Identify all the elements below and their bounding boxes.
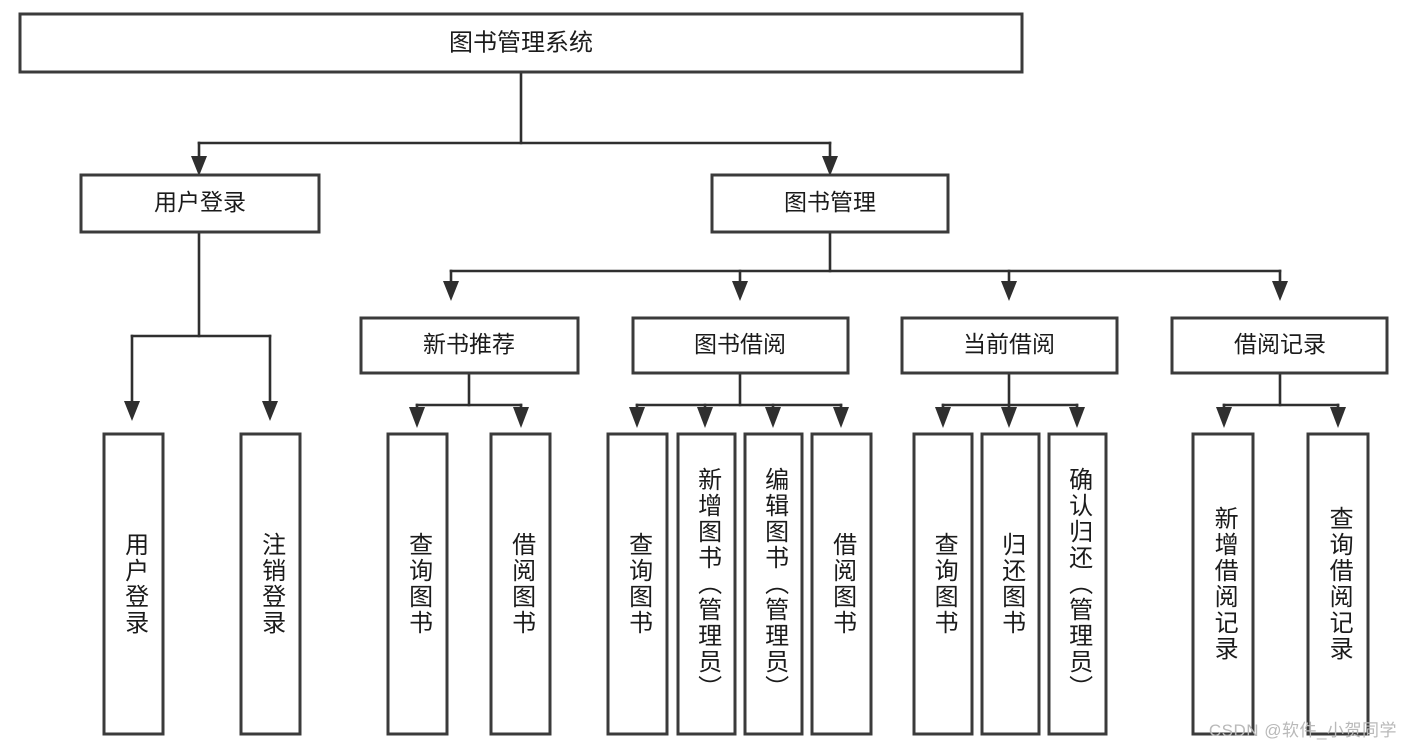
arrow-head-leaf-query-book-1 xyxy=(409,407,425,428)
node-book-borrow-label: 图书借阅 xyxy=(694,331,786,357)
node-user-login-label: 用户登录 xyxy=(154,189,246,215)
arrow-head-book-manage xyxy=(822,156,838,176)
node-user-login[interactable]: 用户登录 xyxy=(79,173,321,234)
leaf-box-confirm-return[interactable] xyxy=(1047,432,1108,736)
node-root-label: 图书管理系统 xyxy=(449,29,593,56)
leaf-box-return-book[interactable] xyxy=(980,432,1041,736)
node-book-manage-box[interactable] xyxy=(710,173,950,234)
leaf-box-user-logout[interactable] xyxy=(239,432,302,736)
arrow-head-leaf-confirm-return xyxy=(1069,407,1085,428)
node-current-borrow[interactable]: 当前借阅 xyxy=(900,316,1119,375)
leaf-box-borrow-book-1[interactable] xyxy=(489,432,552,736)
connector-group-book-manage xyxy=(443,230,1288,301)
node-current-borrow-box[interactable] xyxy=(900,316,1119,375)
node-current-borrow-label: 当前借阅 xyxy=(963,331,1055,357)
node-root[interactable]: 图书管理系统 xyxy=(18,12,1024,74)
leaf-box-query-book-1[interactable] xyxy=(386,432,449,736)
leaf-box-add-record[interactable] xyxy=(1191,432,1255,736)
arrow-head-leaf-query-book-3 xyxy=(935,407,951,428)
arrow-head-leaf-query-record xyxy=(1330,407,1346,428)
connector-group-user-login xyxy=(124,230,278,421)
leaf-box-user-login[interactable] xyxy=(102,432,165,736)
arrow-head-book-borrow xyxy=(732,281,748,301)
arrow-head-leaf-return-book xyxy=(1001,407,1017,428)
arrow-head-leaf-query-book-2 xyxy=(629,407,645,428)
arrow-head-user-login xyxy=(191,156,207,176)
node-borrow-record[interactable]: 借阅记录 xyxy=(1170,316,1389,375)
arrow-head-leaf-user-login xyxy=(124,401,140,421)
arrow-head-new-book-recommend xyxy=(443,281,459,301)
arrow-head-borrow-record xyxy=(1272,281,1288,301)
connector-group-new-book-recommend xyxy=(409,371,529,428)
node-book-manage-label: 图书管理 xyxy=(784,189,876,215)
node-user-login-box[interactable] xyxy=(79,173,321,234)
node-book-borrow-box[interactable] xyxy=(631,316,850,375)
leaf-box-borrow-book-2[interactable] xyxy=(810,432,873,736)
arrow-head-current-borrow xyxy=(1001,281,1017,301)
node-borrow-record-box[interactable] xyxy=(1170,316,1389,375)
node-root-box[interactable] xyxy=(18,12,1024,74)
connector-group-root xyxy=(191,70,838,176)
arrow-head-leaf-add-record xyxy=(1216,407,1232,428)
leaf-box-query-book-3[interactable] xyxy=(912,432,974,736)
node-new-book-recommend-box[interactable] xyxy=(359,316,580,375)
leaf-box-query-record[interactable] xyxy=(1306,432,1370,736)
arrow-head-leaf-user-logout xyxy=(262,401,278,421)
node-new-book-recommend[interactable]: 新书推荐 xyxy=(359,316,580,375)
connector-group-borrow-record xyxy=(1216,371,1346,428)
connector-group-current-borrow xyxy=(935,371,1085,428)
node-new-book-recommend-label: 新书推荐 xyxy=(423,331,515,357)
leaf-box-add-book[interactable] xyxy=(676,432,737,736)
node-borrow-record-label: 借阅记录 xyxy=(1234,331,1326,357)
connector-group-book-borrow xyxy=(629,371,849,428)
arrow-head-leaf-borrow-book-1 xyxy=(513,407,529,428)
arrow-head-leaf-edit-book xyxy=(765,407,781,428)
csdn-watermark: CSDN @软件_小贺同学 xyxy=(1208,721,1397,740)
leaf-box-edit-book[interactable] xyxy=(743,432,804,736)
arrow-head-leaf-borrow-book-2 xyxy=(833,407,849,428)
leaf-box-query-book-2[interactable] xyxy=(606,432,669,736)
leaf-box-group xyxy=(102,432,1370,736)
node-book-borrow[interactable]: 图书借阅 xyxy=(631,316,850,375)
node-book-manage[interactable]: 图书管理 xyxy=(710,173,950,234)
arrow-head-leaf-add-book xyxy=(697,407,713,428)
